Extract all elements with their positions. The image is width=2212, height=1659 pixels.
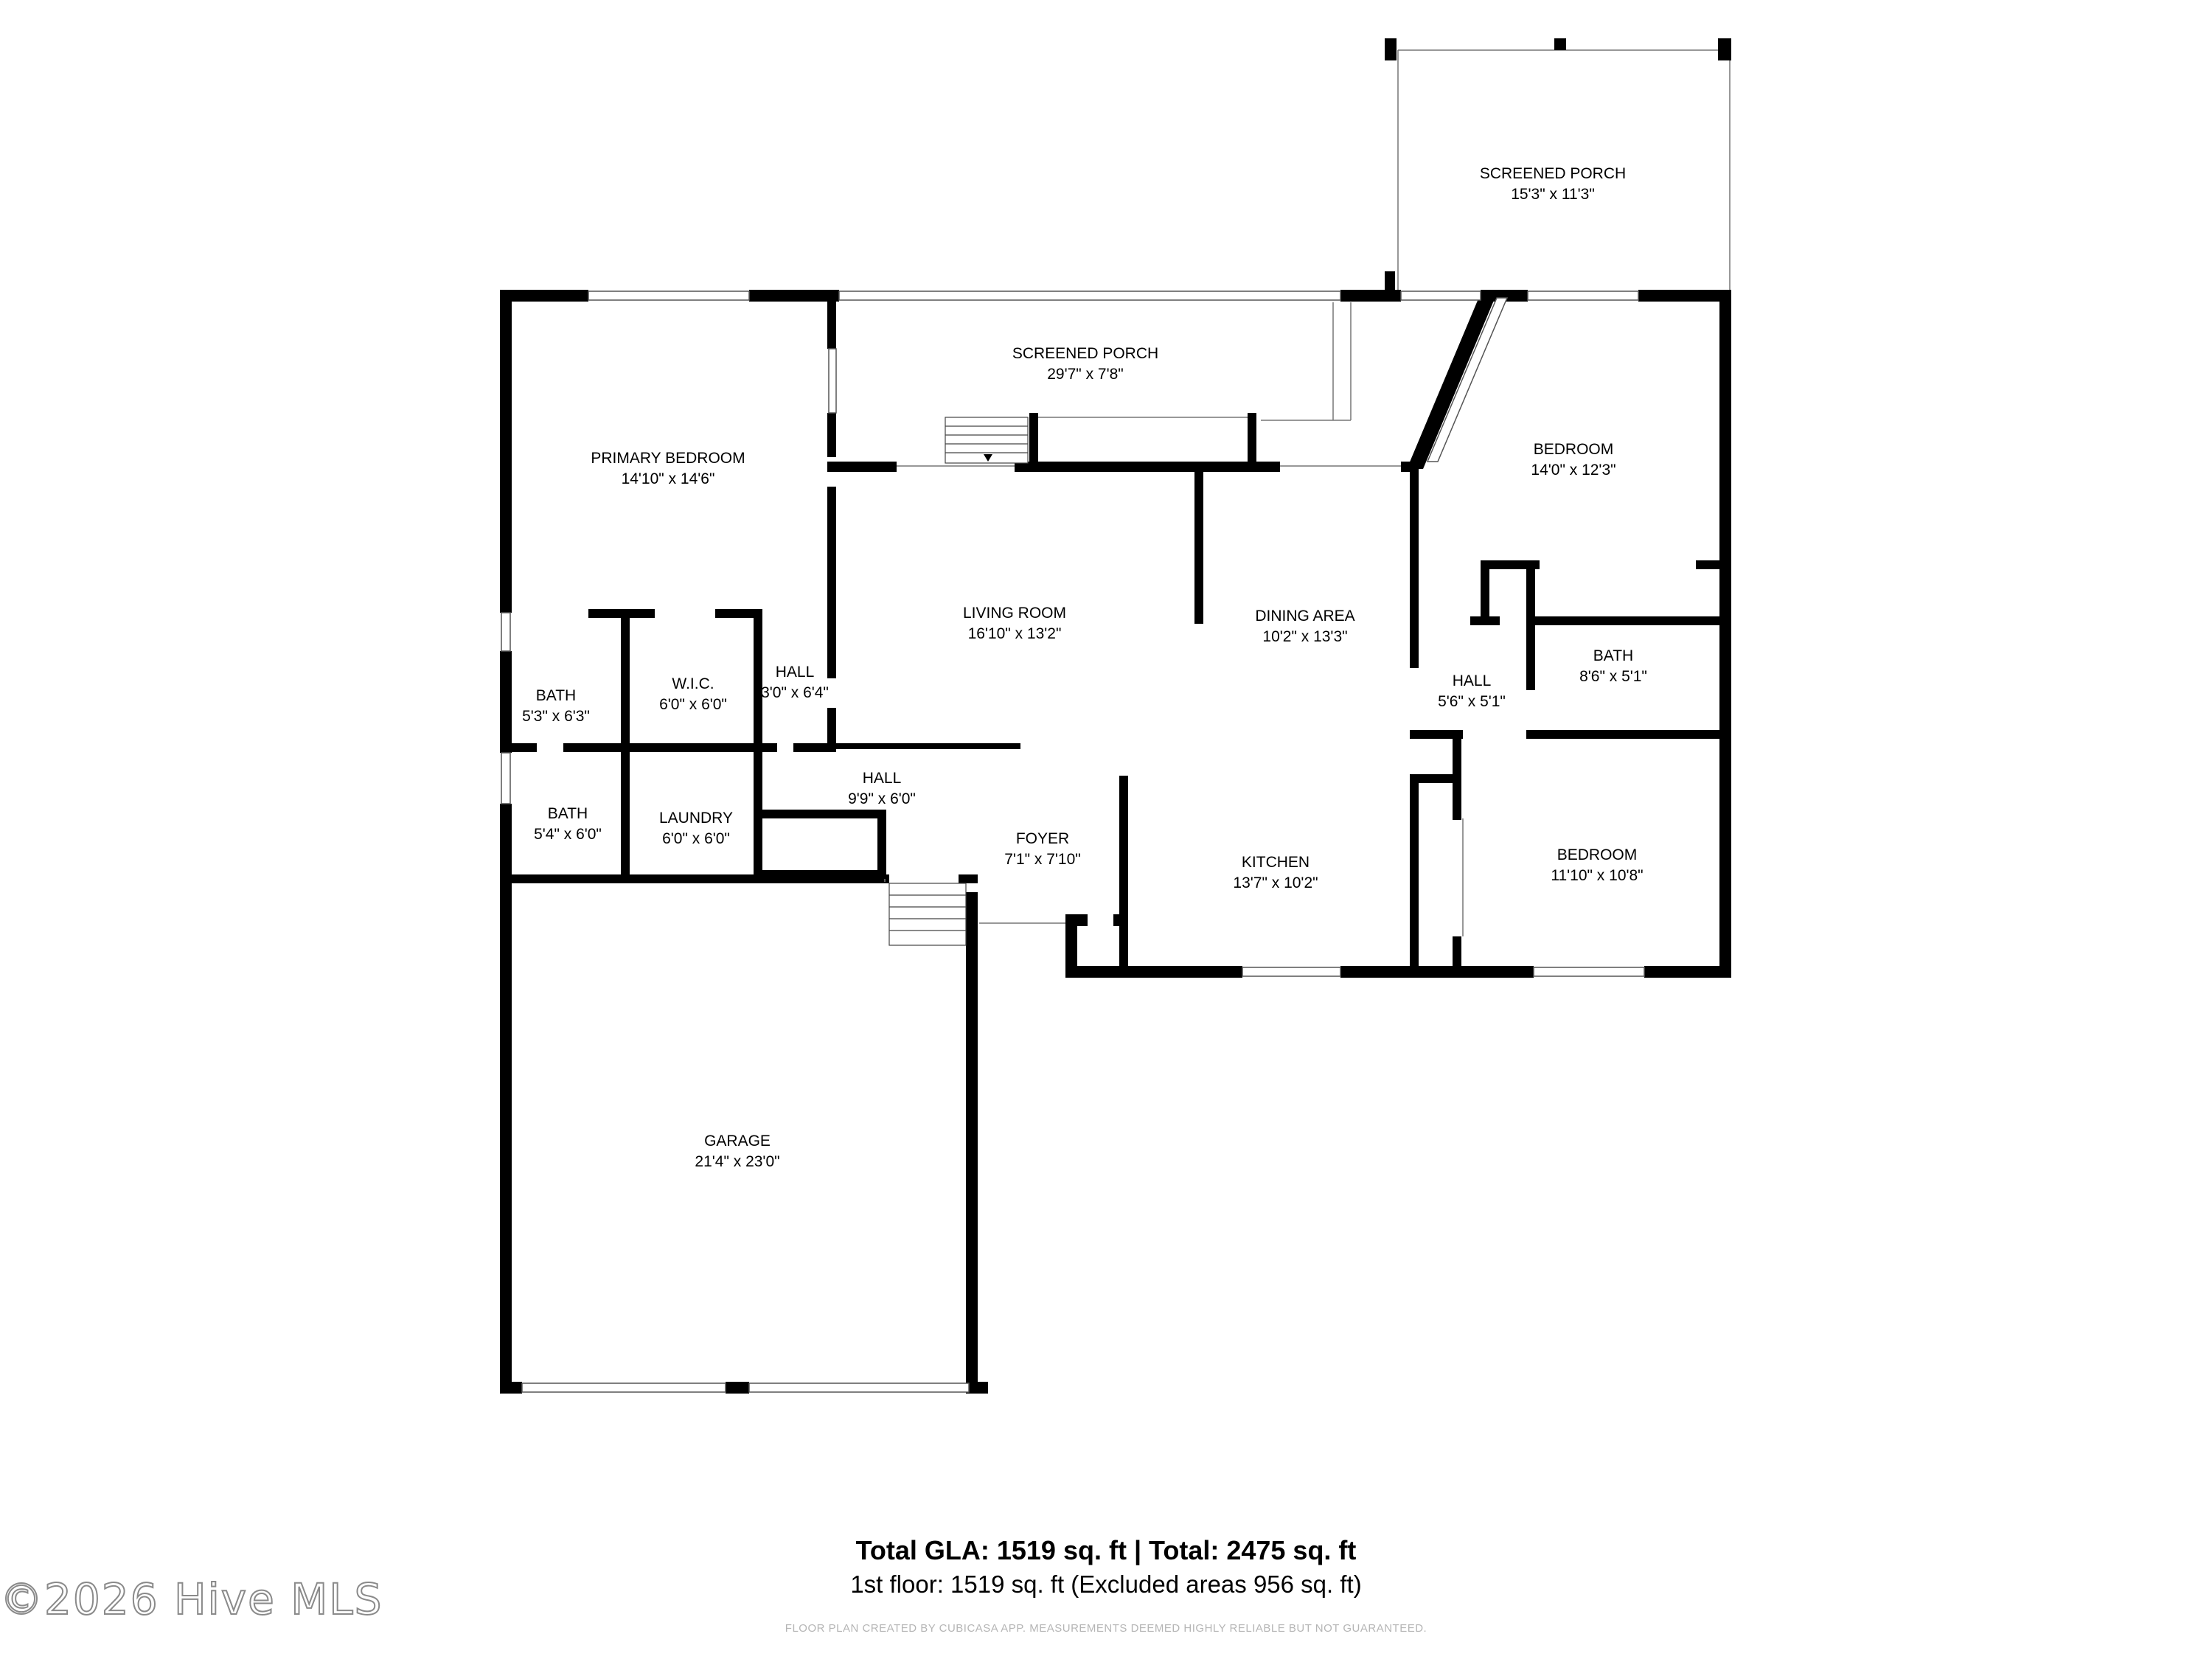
room-label-hall-east: HALL 5'6" x 5'1" <box>1438 672 1506 710</box>
room-label-living-room: LIVING ROOM 16'10" x 13'2" <box>963 605 1066 642</box>
svg-text:BATH: BATH <box>548 805 588 822</box>
room-label-bedroom-ne: BEDROOM 14'0" x 12'3" <box>1531 441 1615 479</box>
svg-text:10'2" x 13'3": 10'2" x 13'3" <box>1262 628 1347 645</box>
room-label-screened-porch: SCREENED PORCH 29'7" x 7'8" <box>1012 345 1158 383</box>
svg-text:5'4" x 6'0": 5'4" x 6'0" <box>534 826 602 843</box>
svg-text:BATH: BATH <box>536 687 576 704</box>
room-label-kitchen: KITCHEN 13'7" x 10'2" <box>1233 854 1318 891</box>
svg-text:BEDROOM: BEDROOM <box>1557 846 1638 863</box>
svg-text:6'0" x 6'0": 6'0" x 6'0" <box>662 830 730 847</box>
svg-text:5'6" x 5'1": 5'6" x 5'1" <box>1438 693 1506 710</box>
room-label-bath-1: BATH 5'3" x 6'3" <box>522 687 590 725</box>
room-label-primary-bedroom: PRIMARY BEDROOM 14'10" x 14'6" <box>591 450 745 487</box>
floor-area-summary: 1st floor: 1519 sq. ft (Excluded areas 9… <box>850 1571 1362 1598</box>
svg-text:W.I.C.: W.I.C. <box>672 675 714 692</box>
svg-text:14'10" x 14'6": 14'10" x 14'6" <box>622 470 715 487</box>
room-label-dining-area: DINING AREA 10'2" x 13'3" <box>1255 608 1354 645</box>
interior-walls <box>512 290 1731 978</box>
svg-text:5'3" x 6'3": 5'3" x 6'3" <box>522 708 590 725</box>
porch-stairs <box>945 417 1029 464</box>
room-label-bath-2: BATH 5'4" x 6'0" <box>534 805 602 843</box>
svg-text:SCREENED PORCH: SCREENED PORCH <box>1480 165 1626 182</box>
svg-text:3'0" x 6'4": 3'0" x 6'4" <box>761 684 829 701</box>
svg-text:15'3" x 11'3": 15'3" x 11'3" <box>1511 186 1595 203</box>
svg-text:BEDROOM: BEDROOM <box>1534 441 1614 458</box>
svg-text:GARAGE: GARAGE <box>704 1133 771 1150</box>
svg-text:KITCHEN: KITCHEN <box>1242 854 1310 871</box>
room-label-bedroom-se: BEDROOM 11'10" x 10'8" <box>1551 846 1643 884</box>
svg-text:7'1" x 7'10": 7'1" x 7'10" <box>1004 851 1081 868</box>
room-label-bath-east: BATH 8'6" x 5'1" <box>1579 647 1647 685</box>
room-label-hall-small: HALL 3'0" x 6'4" <box>761 664 829 701</box>
windows <box>501 291 1645 1393</box>
svg-text:FOYER: FOYER <box>1016 830 1069 847</box>
svg-text:21'4" x 23'0": 21'4" x 23'0" <box>695 1153 779 1170</box>
disclaimer-text: FLOOR PLAN CREATED BY CUBICASA APP. MEAS… <box>785 1622 1427 1635</box>
svg-text:9'9" x 6'0": 9'9" x 6'0" <box>848 790 916 807</box>
svg-text:HALL: HALL <box>863 770 902 787</box>
svg-text:DINING AREA: DINING AREA <box>1255 608 1354 625</box>
watermark: ©2026 Hive MLS <box>0 1573 383 1625</box>
exterior-walls <box>500 290 1731 1394</box>
screened-porch-top-outline <box>1385 38 1731 301</box>
svg-text:29'7" x 7'8": 29'7" x 7'8" <box>1047 366 1124 383</box>
svg-text:SCREENED PORCH: SCREENED PORCH <box>1012 345 1158 362</box>
svg-text:13'7" x 10'2": 13'7" x 10'2" <box>1233 874 1318 891</box>
room-label-wic: W.I.C. 6'0" x 6'0" <box>659 675 727 713</box>
openings <box>884 302 1464 936</box>
svg-text:14'0" x 12'3": 14'0" x 12'3" <box>1531 462 1615 479</box>
room-label-foyer: FOYER 7'1" x 7'10" <box>1004 830 1081 868</box>
room-label-garage: GARAGE 21'4" x 23'0" <box>695 1133 779 1170</box>
svg-text:PRIMARY BEDROOM: PRIMARY BEDROOM <box>591 450 745 467</box>
svg-text:BATH: BATH <box>1593 647 1633 664</box>
total-area-summary: Total GLA: 1519 sq. ft | Total: 2475 sq.… <box>855 1535 1357 1565</box>
svg-text:HALL: HALL <box>776 664 815 681</box>
svg-text:8'6" x 5'1": 8'6" x 5'1" <box>1579 668 1647 685</box>
room-label-screened-porch-top: SCREENED PORCH 15'3" x 11'3" <box>1480 165 1626 203</box>
svg-text:11'10" x 10'8": 11'10" x 10'8" <box>1551 867 1643 884</box>
svg-text:LIVING ROOM: LIVING ROOM <box>963 605 1066 622</box>
room-label-laundry: LAUNDRY 6'0" x 6'0" <box>659 810 733 847</box>
svg-text:16'10" x 13'2": 16'10" x 13'2" <box>968 625 1062 642</box>
svg-text:6'0" x 6'0": 6'0" x 6'0" <box>659 696 727 713</box>
svg-text:HALL: HALL <box>1453 672 1492 689</box>
svg-text:LAUNDRY: LAUNDRY <box>659 810 733 827</box>
entry-stairs <box>888 883 967 946</box>
room-label-hall-mid: HALL 9'9" x 6'0" <box>848 770 916 807</box>
